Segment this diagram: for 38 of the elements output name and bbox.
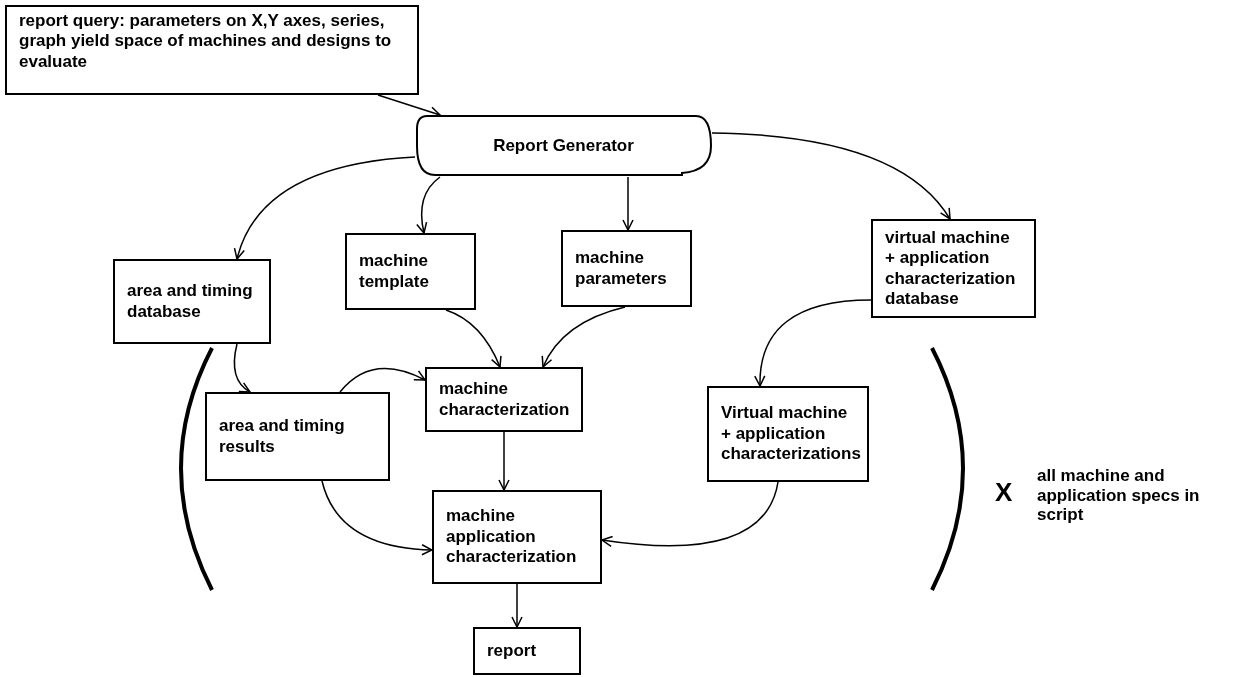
arrow: [542, 306, 626, 368]
arrow: [622, 176, 634, 231]
process-box: [5, 5, 419, 95]
node-text: machine parameters: [575, 248, 668, 289]
arrow: [416, 176, 441, 234]
arrow: [321, 480, 433, 556]
node-text: machine characterization: [439, 379, 570, 420]
node-text: report: [487, 640, 537, 662]
arrow: [234, 156, 416, 260]
arrow: [754, 299, 872, 387]
arrow: [601, 481, 779, 547]
arrow: [233, 343, 251, 393]
process-box: [473, 627, 581, 675]
process-box: [345, 233, 476, 310]
node-text: machine application characterization: [446, 506, 578, 568]
process-box: [113, 259, 271, 344]
node-text: machine template: [359, 251, 430, 292]
node-text: Virtual machine + application characterizations: [721, 403, 861, 465]
process-box: [205, 392, 390, 481]
arrow: [377, 94, 441, 118]
process-box: [871, 219, 1036, 318]
note-text: all machine and application specs in script: [1037, 466, 1201, 525]
multiplier-mark: X: [995, 478, 1013, 508]
process-box: [561, 230, 692, 307]
node-text: area and timing database: [127, 281, 254, 322]
arrow: [498, 431, 510, 491]
process-box: [432, 490, 602, 584]
process-shape: [415, 115, 712, 177]
node-text: Report Generator: [493, 135, 634, 157]
arrow: [339, 367, 426, 393]
arrow: [511, 583, 523, 628]
arrow: [711, 132, 951, 220]
process-box: [425, 367, 583, 432]
node-text: area and timing results: [219, 416, 346, 457]
node-text: virtual machine + application characterization database: [885, 227, 1017, 310]
process-box: [707, 386, 869, 482]
node-text: report query: parameters on X,Y axes, series, graph yield space of machines and designs to evaluate: [19, 11, 393, 73]
arrow: [445, 309, 502, 368]
